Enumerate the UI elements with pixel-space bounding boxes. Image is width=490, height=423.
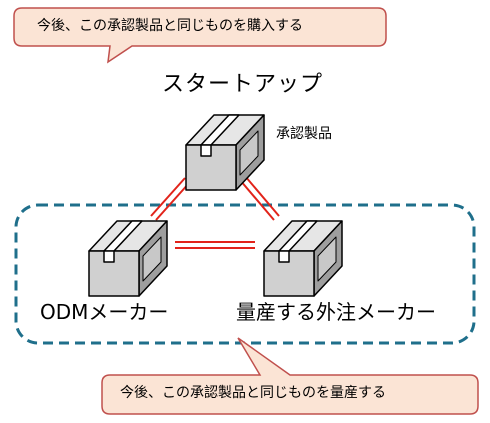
approved-product-label: 承認製品: [276, 126, 332, 142]
manufacturer-group-border: [14, 203, 476, 345]
callout-bottom-shape: [101, 337, 479, 415]
link-startup-outsourced: [239, 175, 280, 221]
callout-top-text: 今後、この承認製品と同じものを購入する: [37, 18, 303, 34]
callout-top-shape: [13, 7, 387, 64]
product-box-odm: [88, 220, 168, 297]
link-odm-outsourced: [175, 241, 255, 249]
callout-bottom-text: 今後、この承認製品と同じものを量産する: [120, 385, 386, 401]
startup-label: スタートアップ: [162, 72, 324, 97]
outsourced-maker-label: 量産する外注メーカー: [236, 300, 436, 324]
link-startup-odm: [150, 177, 191, 221]
odm-maker-label: ODMメーカー: [40, 300, 169, 324]
product-box-startup: [185, 114, 265, 191]
product-box-outsourced: [263, 220, 343, 297]
